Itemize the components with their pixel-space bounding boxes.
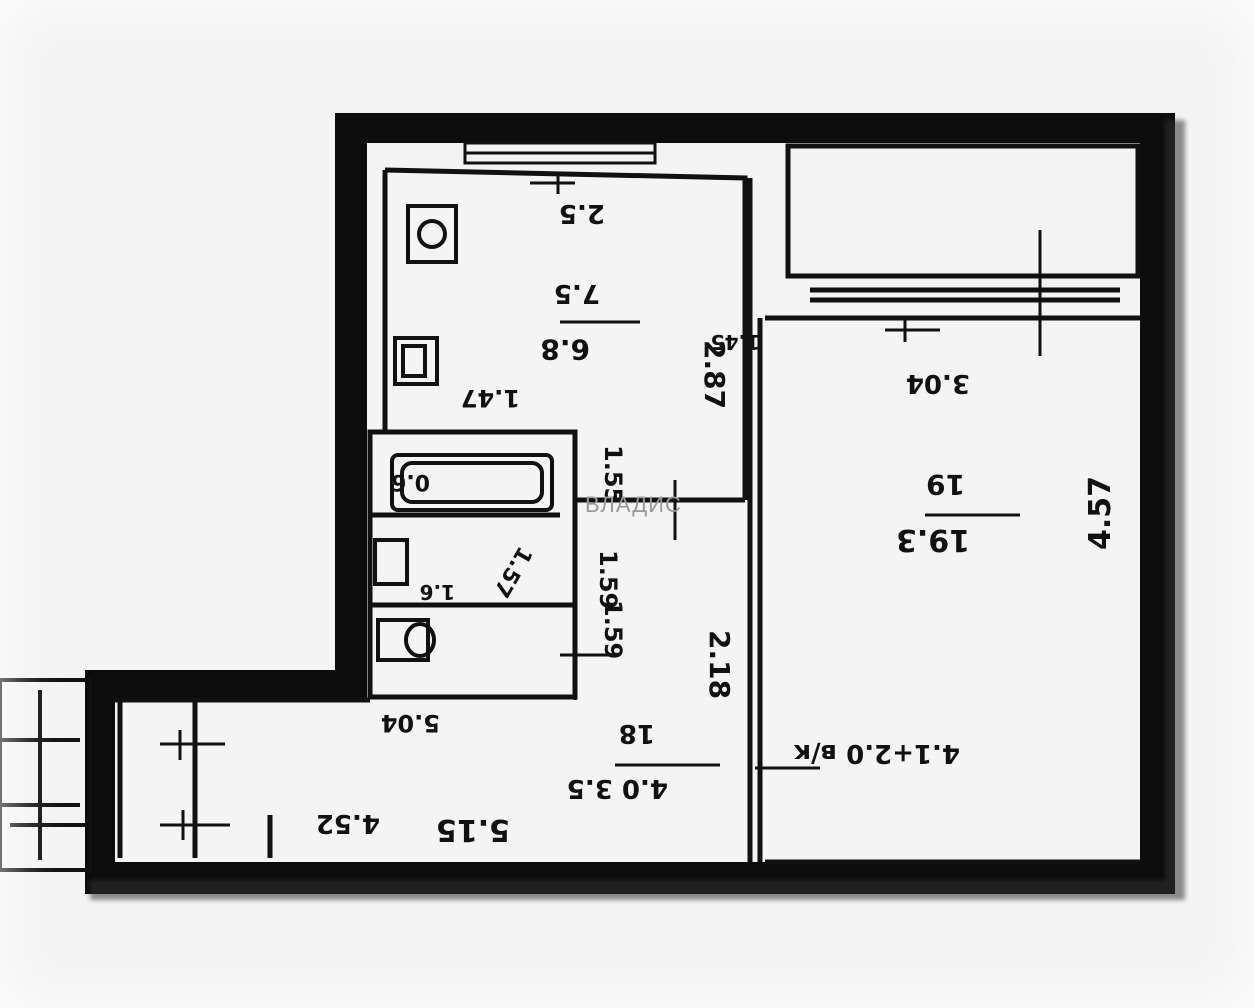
kitchen-area-bottom: 6.8: [540, 333, 590, 366]
kitchen-area-top: 7.5: [554, 278, 600, 308]
kitchen-dim-top: 2.5: [559, 198, 605, 228]
kitchen-dim-side: 2.87: [698, 340, 731, 409]
stove: [406, 204, 458, 264]
living-dim-bottom: 4.1+2.0 в/к: [793, 738, 960, 768]
living-area-bottom: 19.3: [896, 522, 970, 557]
door-dim: 1.45: [711, 330, 760, 354]
bath-dim-b: 1.59: [594, 550, 622, 609]
bathtub: [390, 453, 554, 512]
kitchen-window: [463, 141, 657, 165]
washbasin: [373, 538, 409, 586]
living-dim-side: 4.57: [1083, 476, 1118, 550]
hall-area-top: 18: [619, 718, 655, 748]
hall-dim-inner: 1.59: [599, 600, 627, 659]
watermark: ВЛАДИС: [585, 492, 682, 517]
sink: [393, 336, 439, 386]
hall-area-bottom: 4.0 3.5: [567, 773, 668, 803]
edge-shading: [90, 120, 1185, 900]
corridor-dim-c: 4.52: [316, 808, 380, 838]
corridor-dim-b: 5.04: [381, 709, 440, 737]
corridor-dim-a: 5.15: [436, 812, 510, 847]
living-dim-top: 3.04: [906, 368, 970, 398]
living-area-top: 19: [926, 468, 965, 501]
bath-dim-c: 1.6: [420, 580, 455, 604]
kitchen-dim-inner: 1.47: [461, 384, 520, 412]
hall-dim-side: 2.18: [703, 630, 736, 699]
kitchen-dim-lower: 1.55: [599, 445, 627, 504]
dimension-ticks: [12, 172, 1042, 840]
bath-label: 0.6: [391, 469, 430, 494]
toilet: [376, 618, 436, 662]
interior-walls: [115, 143, 1141, 865]
